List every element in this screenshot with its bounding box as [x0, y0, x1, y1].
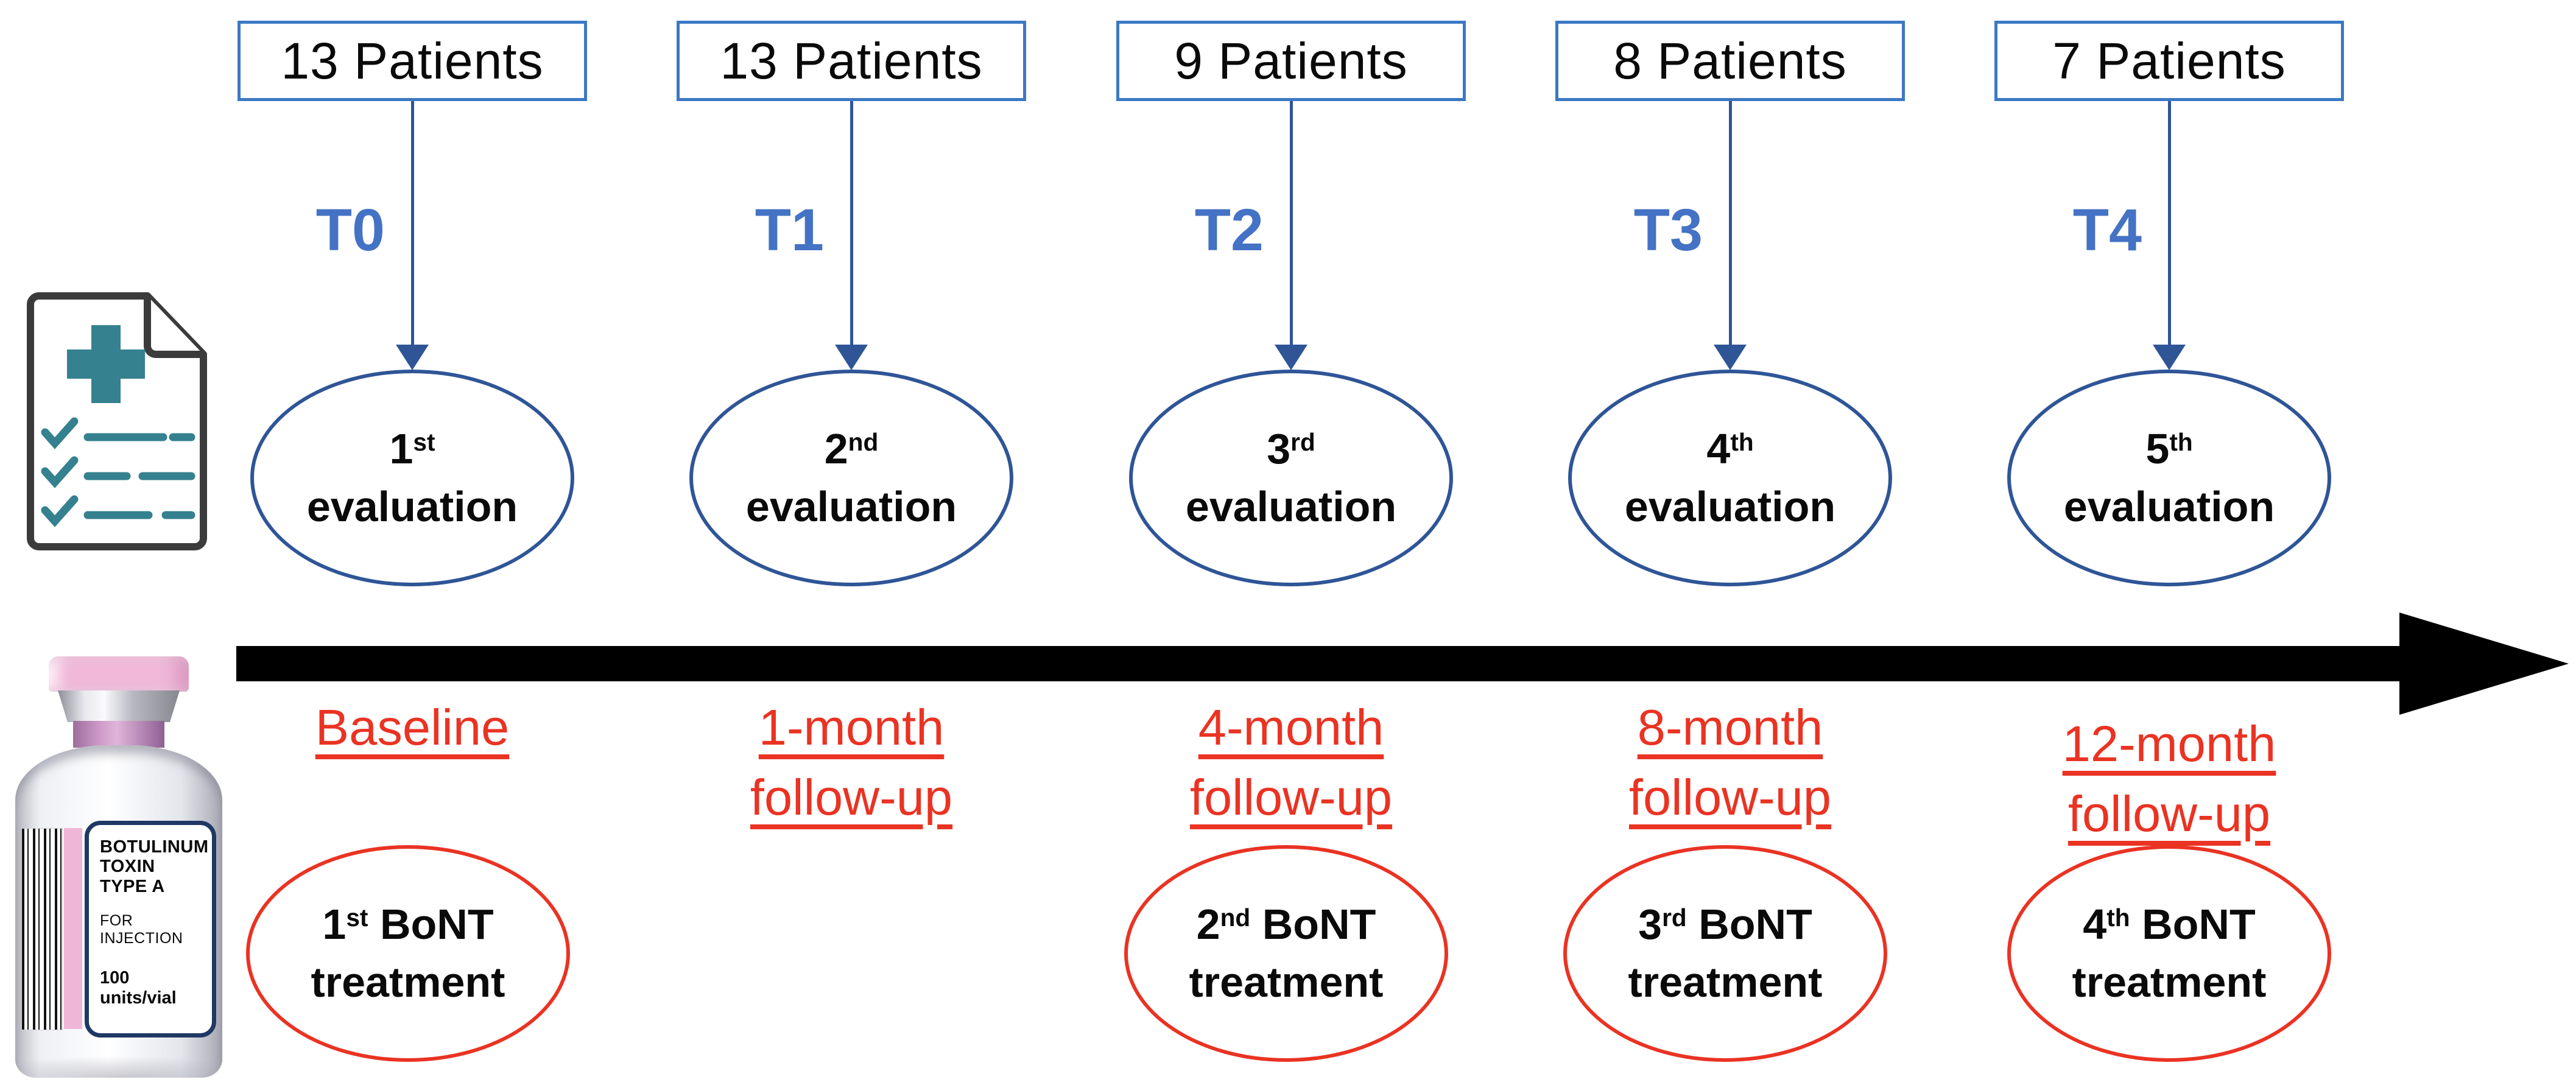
treatment-word: treatment	[1189, 958, 1384, 1006]
vial-label: BOTULINUM TOXIN TYPE A FOR INJECTION 100…	[85, 821, 216, 1038]
followup-line: 8-month	[1637, 699, 1823, 756]
ordinal-suffix: th	[2169, 428, 2193, 457]
agent: BoNT	[1262, 901, 1376, 949]
agent: BoNT	[1698, 901, 1812, 949]
vial-barcode	[21, 828, 63, 1030]
connector-arrowhead-t2	[1275, 345, 1307, 370]
evaluation-word: evaluation	[1185, 483, 1397, 530]
ordinal: 1	[322, 901, 347, 949]
timeline-arrowhead	[2399, 613, 2569, 715]
connector-arrow-t0	[411, 101, 414, 345]
followup-line: follow-up	[2067, 785, 2271, 842]
treatment-ellipse-2: 2nd BoNT treatment	[1124, 845, 1448, 1062]
vial-units: 100 units/vial	[100, 968, 177, 1008]
ordinal-suffix: th	[1730, 428, 1754, 457]
evaluation-ellipse-1: 1st evaluation	[250, 370, 574, 586]
vial-cap	[49, 656, 189, 692]
timeline-arrow-body	[236, 646, 2399, 681]
evaluation-word: evaluation	[306, 483, 518, 530]
ordinal: 3	[1638, 901, 1663, 949]
followup-label-4-month: 4-month follow-up	[1096, 693, 1486, 832]
time-label-t1: T1	[755, 197, 824, 263]
evaluation-ellipse-2: 2nd evaluation	[689, 370, 1013, 586]
treatment-word: treatment	[2072, 958, 2267, 1006]
treatment-ellipse-3: 3rd BoNT treatment	[1563, 845, 1887, 1062]
followup-label-12-month: 12-month follow-up	[1974, 709, 2364, 849]
connector-arrow-t1	[850, 101, 853, 345]
agent: BoNT	[2142, 901, 2256, 949]
vial-pink-stripe	[64, 828, 82, 1029]
ordinal-suffix: rd	[1290, 428, 1315, 457]
followup-line: 1-month	[758, 699, 945, 756]
evaluation-word: evaluation	[2063, 483, 2275, 530]
followup-line: follow-up	[1628, 768, 1832, 826]
followup-line: 4-month	[1198, 699, 1384, 756]
vial-label-line: TYPE A	[100, 876, 165, 896]
ordinal: 2	[1196, 901, 1220, 949]
agent: BoNT	[380, 901, 494, 949]
time-label-t3: T3	[1633, 197, 1703, 263]
evaluation-word: evaluation	[1624, 483, 1836, 530]
followup-line: Baseline	[315, 699, 510, 756]
ordinal: 2	[824, 425, 848, 473]
connector-arrowhead-t1	[835, 345, 868, 370]
medical-cross-icon	[67, 325, 145, 403]
ordinal-suffix: rd	[1662, 904, 1687, 932]
patients-box-t1: 13 Patients	[677, 21, 1026, 101]
connector-arrowhead-t3	[1714, 345, 1747, 370]
ordinal: 3	[1267, 425, 1291, 473]
followup-label-1-month: 1-month follow-up	[656, 693, 1046, 832]
vial-metal-band	[58, 690, 180, 722]
followup-line: follow-up	[750, 768, 953, 826]
ordinal-suffix: nd	[1220, 904, 1251, 932]
connector-arrowhead-t0	[396, 345, 429, 370]
vial-label-line: TOXIN	[100, 857, 155, 877]
connector-arrow-t4	[2168, 101, 2171, 345]
ordinal: 5	[2145, 425, 2170, 473]
evaluation-ellipse-5: 5th evaluation	[2007, 370, 2331, 586]
treatment-ellipse-4: 4th BoNT treatment	[2007, 845, 2331, 1062]
patients-box-t4: 7 Patients	[1994, 21, 2344, 101]
ordinal: 4	[2083, 901, 2107, 949]
vial-label-line: BOTULINUM	[100, 837, 209, 857]
ordinal: 4	[1706, 425, 1731, 473]
evaluation-ellipse-3: 3rd evaluation	[1129, 370, 1453, 586]
time-label-t2: T2	[1194, 197, 1264, 263]
followup-label-8-month: 8-month follow-up	[1535, 693, 1925, 832]
time-label-t0: T0	[315, 197, 385, 263]
connector-arrow-t3	[1729, 101, 1732, 345]
botulinum-vial-icon: BOTULINUM TOXIN TYPE A FOR INJECTION 100…	[15, 656, 222, 1078]
patients-box-t3: 8 Patients	[1555, 21, 1905, 101]
evaluation-ellipse-4: 4th evaluation	[1568, 370, 1892, 586]
followup-label-baseline: Baseline	[217, 693, 607, 763]
evaluation-word: evaluation	[745, 483, 957, 530]
ordinal-suffix: st	[346, 904, 368, 932]
followup-line: follow-up	[1189, 768, 1393, 826]
ordinal-suffix: st	[413, 428, 435, 457]
patients-box-t0: 13 Patients	[238, 21, 587, 101]
patients-box-t2: 9 Patients	[1116, 21, 1466, 101]
vial-neck-band	[73, 721, 164, 748]
treatment-ellipse-1: 1st BoNT treatment	[246, 845, 570, 1062]
treatment-word: treatment	[1628, 958, 1823, 1006]
medical-checklist-icon	[27, 292, 207, 550]
followup-line: 12-month	[2062, 715, 2276, 772]
ordinal-suffix: th	[2106, 904, 2130, 932]
connector-arrowhead-t4	[2153, 345, 2186, 370]
ordinal: 1	[389, 425, 413, 473]
treatment-word: treatment	[311, 958, 505, 1006]
vial-for-injection: FOR INJECTION	[100, 912, 183, 947]
connector-arrow-t2	[1290, 101, 1293, 345]
time-label-t4: T4	[2072, 197, 2142, 263]
ordinal-suffix: nd	[848, 428, 879, 457]
